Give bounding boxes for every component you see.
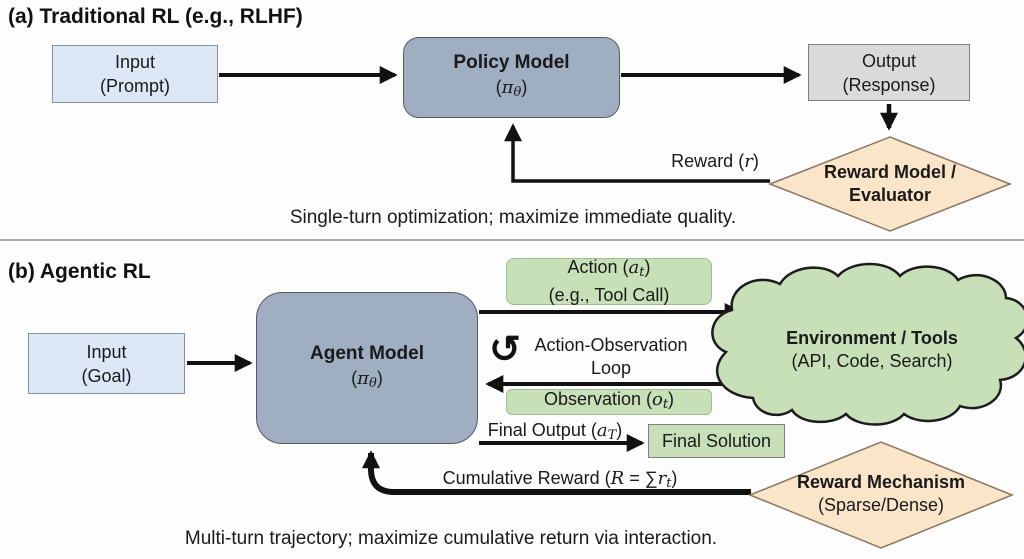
reward-mechanism-diamond [748,441,1014,549]
output-response-line2: (Response) [842,74,936,95]
loop-label-line2: Loop [590,358,632,378]
policy-model-title: Policy Model [453,52,570,74]
input-goal-line1: Input [86,341,127,362]
input-goal-line2: (Goal) [81,365,132,386]
loop-icon: ↺ [489,329,521,371]
reward-model-diamond-label: Reward Model / Evaluator [795,161,985,207]
observation-label: Observation (ot) [543,389,675,412]
cumulative-reward-arrow [362,450,751,495]
reward-mechanism-label: Reward Mechanism (Sparse/Dense) [781,471,981,517]
policy-model-symbol: (πθ) [495,77,528,100]
input-prompt-box: Input (Prompt) [52,45,218,103]
agent-model-title: Agent Model [310,342,424,364]
reward-mechanism-line1: Reward Mechanism [796,472,966,492]
panel-b-title: (b) Agentic RL [8,260,151,283]
loop-label-line1: Action-Observation [534,335,688,355]
agent-model-box: Agent Model (πθ) [256,292,478,444]
reward-mechanism-line2: (Sparse/Dense) [817,495,945,515]
environment-cloud-label: Environment / Tools (API, Code, Search) [747,326,997,374]
final-output-label: Final Output (aT) [487,420,623,443]
reward-model-diamond [767,136,1013,232]
action-label-line1: Action (at) [567,257,651,280]
output-response-line1: Output [861,50,917,71]
output-response-box: Output (Response) [808,44,970,101]
reward-label: Reward (r) [671,151,759,172]
action-label-box: Action (at) (e.g., Tool Call) [506,257,712,305]
action-label-line2: (e.g., Tool Call) [548,284,670,305]
input-prompt-line2: (Prompt) [99,76,170,96]
input-prompt-line1: Input [114,52,156,72]
reward-model-line1: Reward Model / [823,162,957,182]
final-solution-box: Final Solution [648,424,785,458]
environment-line1: Environment / Tools [786,328,958,348]
environment-line2: (API, Code, Search) [791,351,953,371]
environment-cloud [711,262,1024,426]
policy-model-box: Policy Model (πθ) [403,37,620,118]
panel-b-caption: Multi-turn trajectory; maximize cumulati… [184,528,718,549]
loop-label: Action-Observation Loop [521,334,701,380]
panel-a-title: (a) Traditional RL (e.g., RLHF) [8,5,303,28]
cumulative-reward-label: Cumulative Reward (R = ∑rt) [442,468,678,491]
observation-label-box: Observation (ot) [506,389,712,415]
final-solution-label: Final Solution [661,431,772,451]
input-goal-box: Input (Goal) [28,333,185,394]
panel-a-caption: Single-turn optimization; maximize immed… [289,207,737,228]
agent-model-symbol: (πθ) [351,367,383,391]
reward-model-line2: Evaluator [848,185,932,205]
reward-feedback-arrow [504,123,770,183]
